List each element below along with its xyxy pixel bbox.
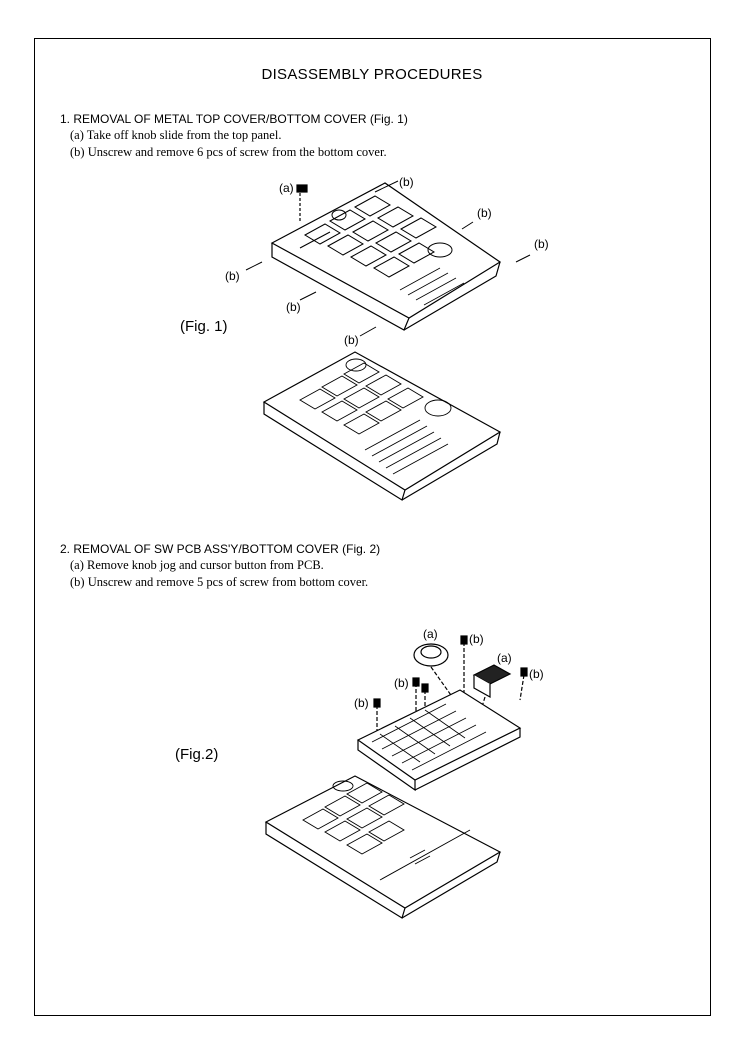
fig1-callout-a: (a)	[279, 181, 294, 195]
fig1-callout-b-6: (b)	[344, 333, 359, 347]
page-border	[34, 38, 711, 1016]
fig1-callout-b-3: (b)	[534, 237, 549, 251]
section-1-step-a: (a) Take off knob slide from the top pan…	[70, 128, 282, 142]
fig2-callout-a-jog: (a)	[423, 627, 438, 641]
section-1-step-b: (b) Unscrew and remove 6 pcs of screw fr…	[70, 145, 387, 159]
fig2-callout-b-4: (b)	[354, 696, 369, 710]
fig1-callout-b-5: (b)	[286, 300, 301, 314]
fig1-callout-b-4: (b)	[225, 269, 240, 283]
fig1-callout-b-2: (b)	[477, 206, 492, 220]
section-2-step-b: (b) Unscrew and remove 5 pcs of screw fr…	[70, 575, 369, 589]
section-1-heading: 1. REMOVAL OF METAL TOP COVER/BOTTOM COV…	[60, 112, 408, 126]
section-2-step-a: (a) Remove knob jog and cursor button fr…	[70, 558, 324, 572]
section-2-heading: 2. REMOVAL OF SW PCB ASS'Y/BOTTOM COVER …	[60, 542, 381, 556]
fig2-callout-b-1: (b)	[469, 632, 484, 646]
fig2-callout-a-cursor: (a)	[497, 651, 512, 665]
page-title: DISASSEMBLY PROCEDURES	[261, 66, 483, 83]
figure-1-label: (Fig. 1)	[180, 318, 228, 335]
fig1-callout-b-1: (b)	[399, 175, 414, 189]
figure-2-label: (Fig.2)	[175, 746, 219, 763]
fig2-callout-b-2: (b)	[529, 667, 544, 681]
fig2-callout-b-3: (b)	[394, 676, 409, 690]
